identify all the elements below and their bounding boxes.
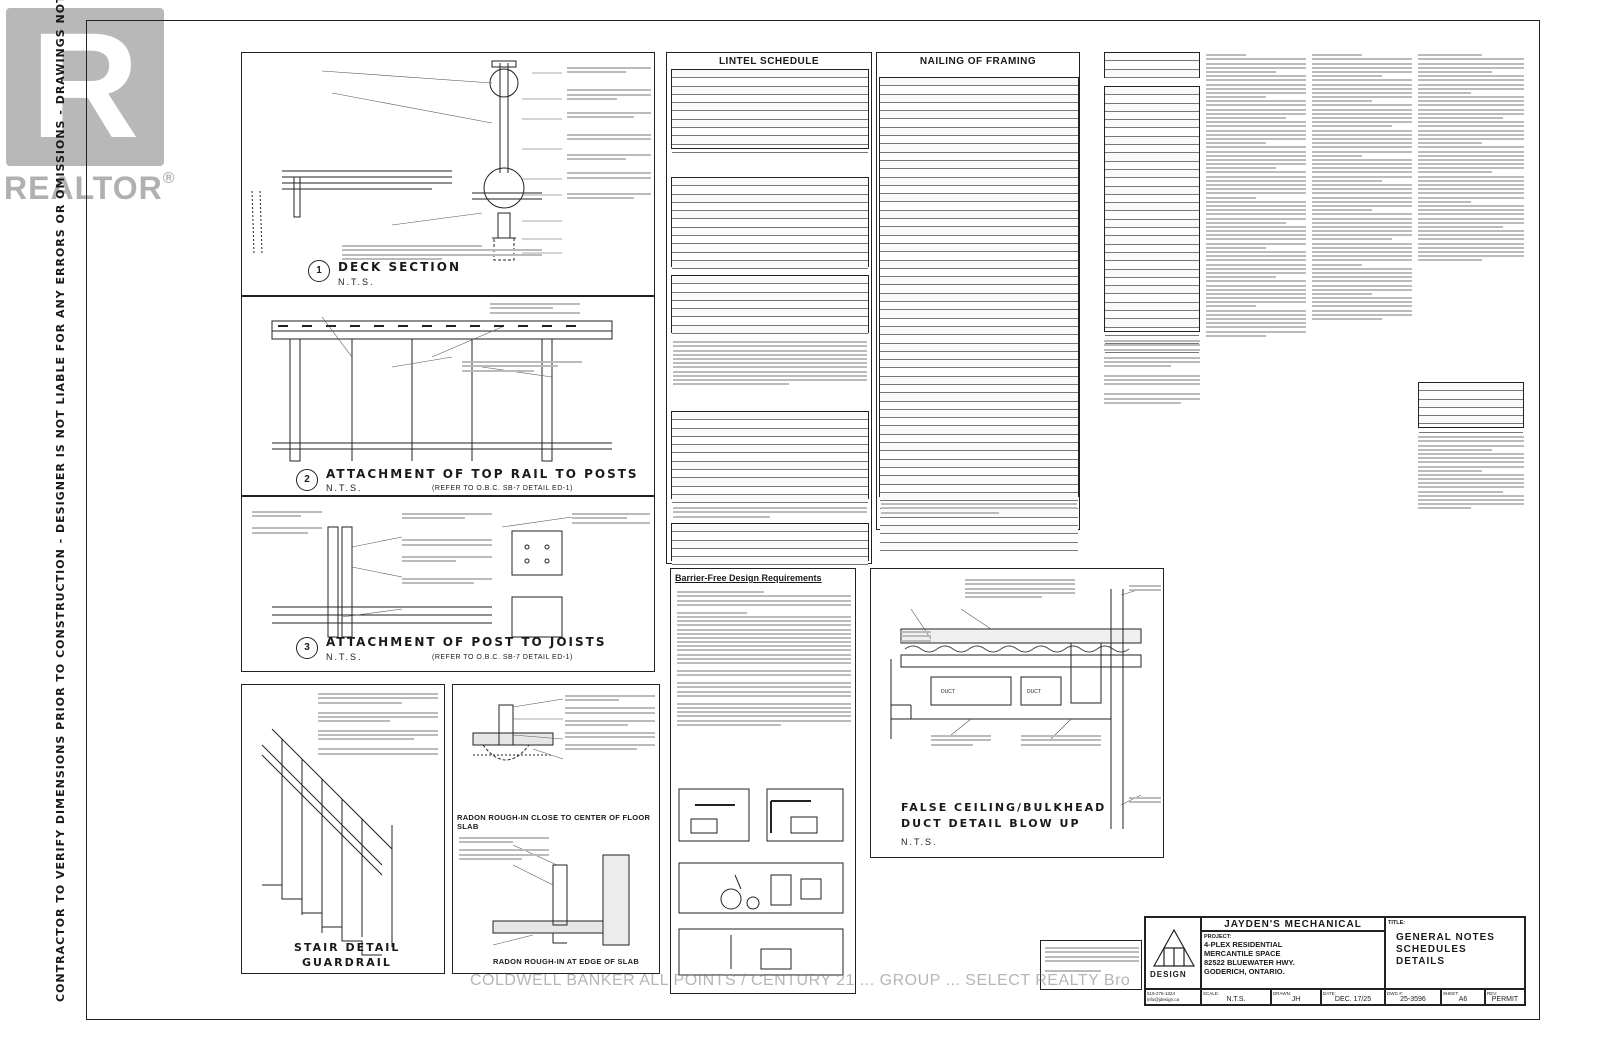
svg-text:DUCT: DUCT [941,689,955,695]
general-notes-col-1 [1206,52,1306,339]
detail-3-title: ATTACHMENT OF POST TO JOISTS [326,635,607,649]
realtor-logo-mark [6,8,164,166]
radon-center-title: RADON ROUGH-IN CLOSE TO CENTER OF FLOOR … [457,813,651,831]
project-label: PROJECT: [1204,934,1232,940]
rev-label: REV: [1487,991,1498,996]
bulkhead-scale: N.T.S. [901,837,938,847]
realtor-logo-letter: R [30,1,140,169]
designer-statement-box [1040,940,1142,990]
stair-title: STAIR DETAIL [294,941,401,954]
rafter-table [671,523,869,566]
detail-3-ref: (REFER TO O.B.C. SB-7 DETAIL ED-1) [432,654,573,661]
detail-2-ref: (REFER TO O.B.C. SB-7 DETAIL ED-1) [432,485,573,492]
stair-drawing [261,728,393,956]
post-to-joists-panel: 3 ATTACHMENT OF POST TO JOISTS N.T.S. (R… [241,496,655,672]
project-cell: PROJECT: 4-PLEX RESIDENTIAL MERCANTILE S… [1201,931,1385,989]
radon-center-drawing [472,698,564,761]
date-cell: DATE: DEC. 17/25 [1321,989,1385,1005]
detail-1-marker: 1 [308,260,330,282]
deck-section-drawing [251,60,562,261]
lintel-table-3 [671,275,869,335]
dwg-label: DWG #: [1387,991,1404,996]
date-value: DEC. 17/25 [1334,996,1372,1003]
dwg-cell: DWG #: 25-3596 [1385,989,1441,1005]
company-name: JAYDEN'S MECHANICAL [1224,919,1362,930]
detail-2-marker: 2 [296,469,318,491]
project-line-2: MERCANTILE SPACE [1204,949,1281,958]
nailing-panel: NAILING OF FRAMING [876,52,1080,551]
title-line-2: SCHEDULES [1396,944,1467,955]
detail-2-title: ATTACHMENT OF TOP RAIL TO POSTS [326,467,639,481]
opening-schedule [1104,52,1200,78]
residential-smoke-table [1418,382,1524,433]
radon-edge-drawing [492,844,630,946]
title-line-3: DETAILS [1396,956,1446,967]
drawn-label: DRAWN: [1273,991,1292,996]
logo-text: DESIGN [1150,970,1187,979]
detail-3-marker: 3 [296,637,318,659]
scale-value: N.T.S. [1226,996,1246,1003]
rev-value: PERMIT [1491,996,1519,1003]
company-cell: JAYDEN'S MECHANICAL [1201,917,1385,931]
rev-cell: REV: PERMIT [1485,989,1525,1005]
top-rail-panel: 2 ATTACHMENT OF TOP RAIL TO POSTS N.T.S.… [241,296,655,496]
barrier-free-panel: Barrier-Free Design Requirements [670,568,856,994]
sb12-compliance-table [1104,86,1200,353]
grab-bar-drawing [678,788,844,976]
contact-email: info@jdesign.ca [1147,997,1180,1002]
logo-cell: DESIGN [1145,917,1201,989]
drawn-value: JH [1291,996,1301,1003]
detail-1-title: DECK SECTION [338,260,461,274]
radon-panel: RADON ROUGH-IN CLOSE TO CENTER OF FLOOR … [452,684,660,974]
sheet-value: A6 [1458,996,1468,1003]
date-label: DATE: [1323,991,1336,996]
lintel-table-1 [671,69,869,153]
detail-2-scale: N.T.S. [326,483,363,493]
contact-phone: 519-276-1324 [1147,991,1176,996]
project-line-4: GODERICH, ONTARIO. [1204,967,1285,976]
nailing-table [879,77,1079,551]
contact-cell: 519-276-1324 info@jdesign.ca [1145,989,1201,1005]
brokerage-overlay: COLDWELL BANKER ALL POINTS / CENTURY 21 … [470,972,1130,989]
realtor-brand: REALTOR [4,170,163,206]
margin-left-note: CONTRACTOR TO VERIFY DIMENSIONS PRIOR TO… [54,0,67,1002]
nailing-title: NAILING OF FRAMING [919,56,1037,67]
stair-detail-panel: STAIR DETAIL GUARDRAIL [241,684,445,974]
post-to-joists-drawing [272,516,573,638]
lintel-schedule-title: LINTEL SCHEDULE [718,56,820,67]
radon-edge-title: RADON ROUGH-IN AT EDGE OF SLAB [493,957,640,966]
lintel-schedule-panel: LINTEL SCHEDULE [666,52,872,566]
scale-cell: SCALE: N.T.S. [1201,989,1271,1005]
barrier-free-title: Barrier-Free Design Requirements [675,573,822,583]
bulkhead-panel: DUCT DUCT FALSE CEILING/BULKHEAD DUCT DET… [870,568,1164,858]
sheet-border [86,20,1540,1020]
bulkhead-title-2: DUCT DETAIL BLOW UP [901,817,1081,830]
registered-mark: ® [162,170,176,187]
top-rail-drawing [271,316,613,462]
design-logo-icon [1152,928,1196,967]
project-line-3: 82522 BLUEWATER HWY. [1204,958,1295,967]
general-notes-col-2 [1312,52,1412,322]
drawn-cell: DRAWN: JH [1271,989,1321,1005]
sheet-cell: SHEET: A6 [1441,989,1485,1005]
realtor-logo: R REALTOR® [0,1,175,208]
detail-3-scale: N.T.S. [326,652,363,662]
title-cell: TITLE: GENERAL NOTES SCHEDULES DETAILS [1385,917,1525,989]
masonry-table [671,411,869,504]
project-line-1: 4-PLEX RESIDENTIAL [1204,940,1283,949]
bulkhead-drawing: DUCT DUCT [890,588,1142,829]
dwg-value: 25-3596 [1400,996,1426,1003]
title-label: TITLE: [1388,920,1406,926]
bulkhead-title-1: FALSE CEILING/BULKHEAD [901,801,1107,814]
guardrail-title: GUARDRAIL [302,956,392,969]
deck-section-panel: 1 DECK SECTION N.T.S. [241,52,655,296]
title-block: DESIGN JAYDEN'S MECHANICAL PROJECT: 4-PL… [1144,916,1526,1006]
sheet-label: SHEET: [1443,991,1459,996]
svg-text:DUCT: DUCT [1027,689,1041,695]
detail-1-scale: N.T.S. [338,277,375,287]
scale-label: SCALE: [1203,991,1220,996]
lintel-table-2 [671,177,869,270]
title-line-1: GENERAL NOTES [1396,932,1495,943]
general-notes-col-3 [1418,52,1524,264]
